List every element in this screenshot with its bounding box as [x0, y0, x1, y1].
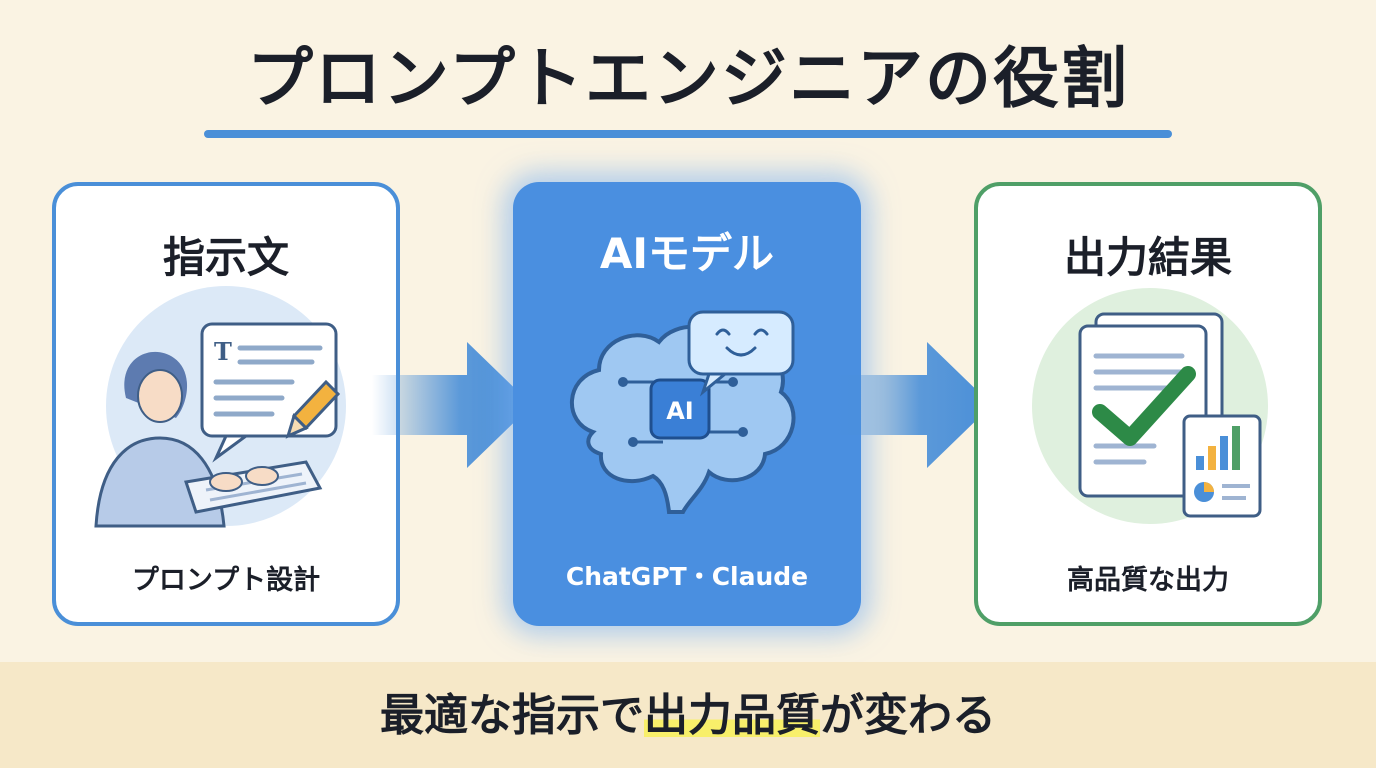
- ai-chip-icon: AI: [649, 378, 711, 440]
- chart-report-icon: [1182, 414, 1262, 518]
- card-instruction-title: 指示文: [162, 233, 289, 282]
- keyboard-icon: [184, 460, 323, 514]
- card-instruction: 指示文 T プロンプト設計: [52, 182, 400, 626]
- arrow-right-icon: [372, 342, 532, 468]
- card-ai-model-title: AIモデル: [599, 229, 775, 278]
- card-ai-model-caption: ChatGPT・Claude: [565, 562, 809, 591]
- pencil-icon: [285, 379, 341, 439]
- brain-chip-illustration: AI: [569, 310, 796, 514]
- arrow-right-icon: [832, 342, 992, 468]
- text-format-icon: T: [214, 337, 232, 366]
- smile-bubble-icon: [687, 310, 795, 397]
- page-title: プロンプトエンジニアの役割: [246, 40, 1130, 117]
- card-output-title: 出力結果: [1063, 233, 1232, 282]
- bottom-message-prefix: 最適な指示で: [380, 690, 644, 741]
- card-output-caption: 高品質な出力: [1067, 565, 1229, 596]
- ai-chip-label: AI: [666, 397, 694, 425]
- card-output: 出力結果 高品質な出力: [974, 182, 1322, 626]
- bottom-message-highlight: 出力品質: [644, 690, 820, 741]
- card-ai-model: AIモデル AI ChatGPT・Claude: [513, 182, 861, 626]
- card-instruction-caption: プロンプト設計: [131, 565, 321, 596]
- output-document-illustration: [1032, 288, 1268, 524]
- bottom-message: 最適な指示で出力品質が変わる: [0, 686, 1376, 746]
- title-underline: [204, 130, 1172, 138]
- checkmark-icon: [1092, 366, 1196, 446]
- bottom-message-suffix: が変わる: [820, 690, 996, 741]
- person-typing-illustration: T: [94, 286, 346, 528]
